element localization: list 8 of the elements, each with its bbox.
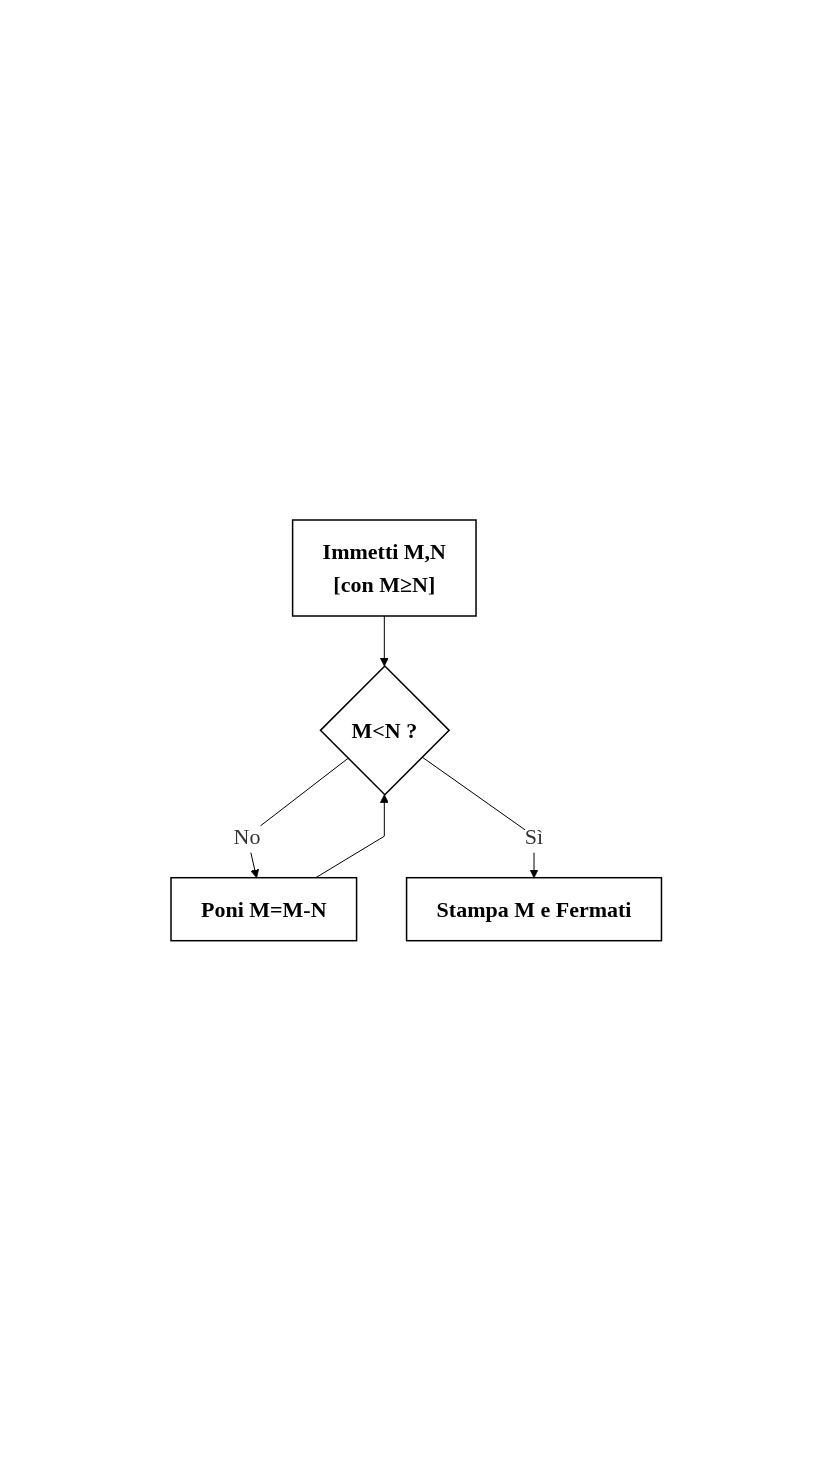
node-box: Immetti M,N [con M≥N] <box>291 518 477 617</box>
node-box: Stampa M e Fermati <box>405 876 662 942</box>
edge-label: No <box>233 823 261 849</box>
edge-label: Sì <box>524 823 543 849</box>
arrow <box>315 793 389 878</box>
node-box: Poni M=M-N <box>170 876 358 942</box>
arrow <box>379 615 389 667</box>
node-diamond: M<N ? <box>319 664 450 796</box>
